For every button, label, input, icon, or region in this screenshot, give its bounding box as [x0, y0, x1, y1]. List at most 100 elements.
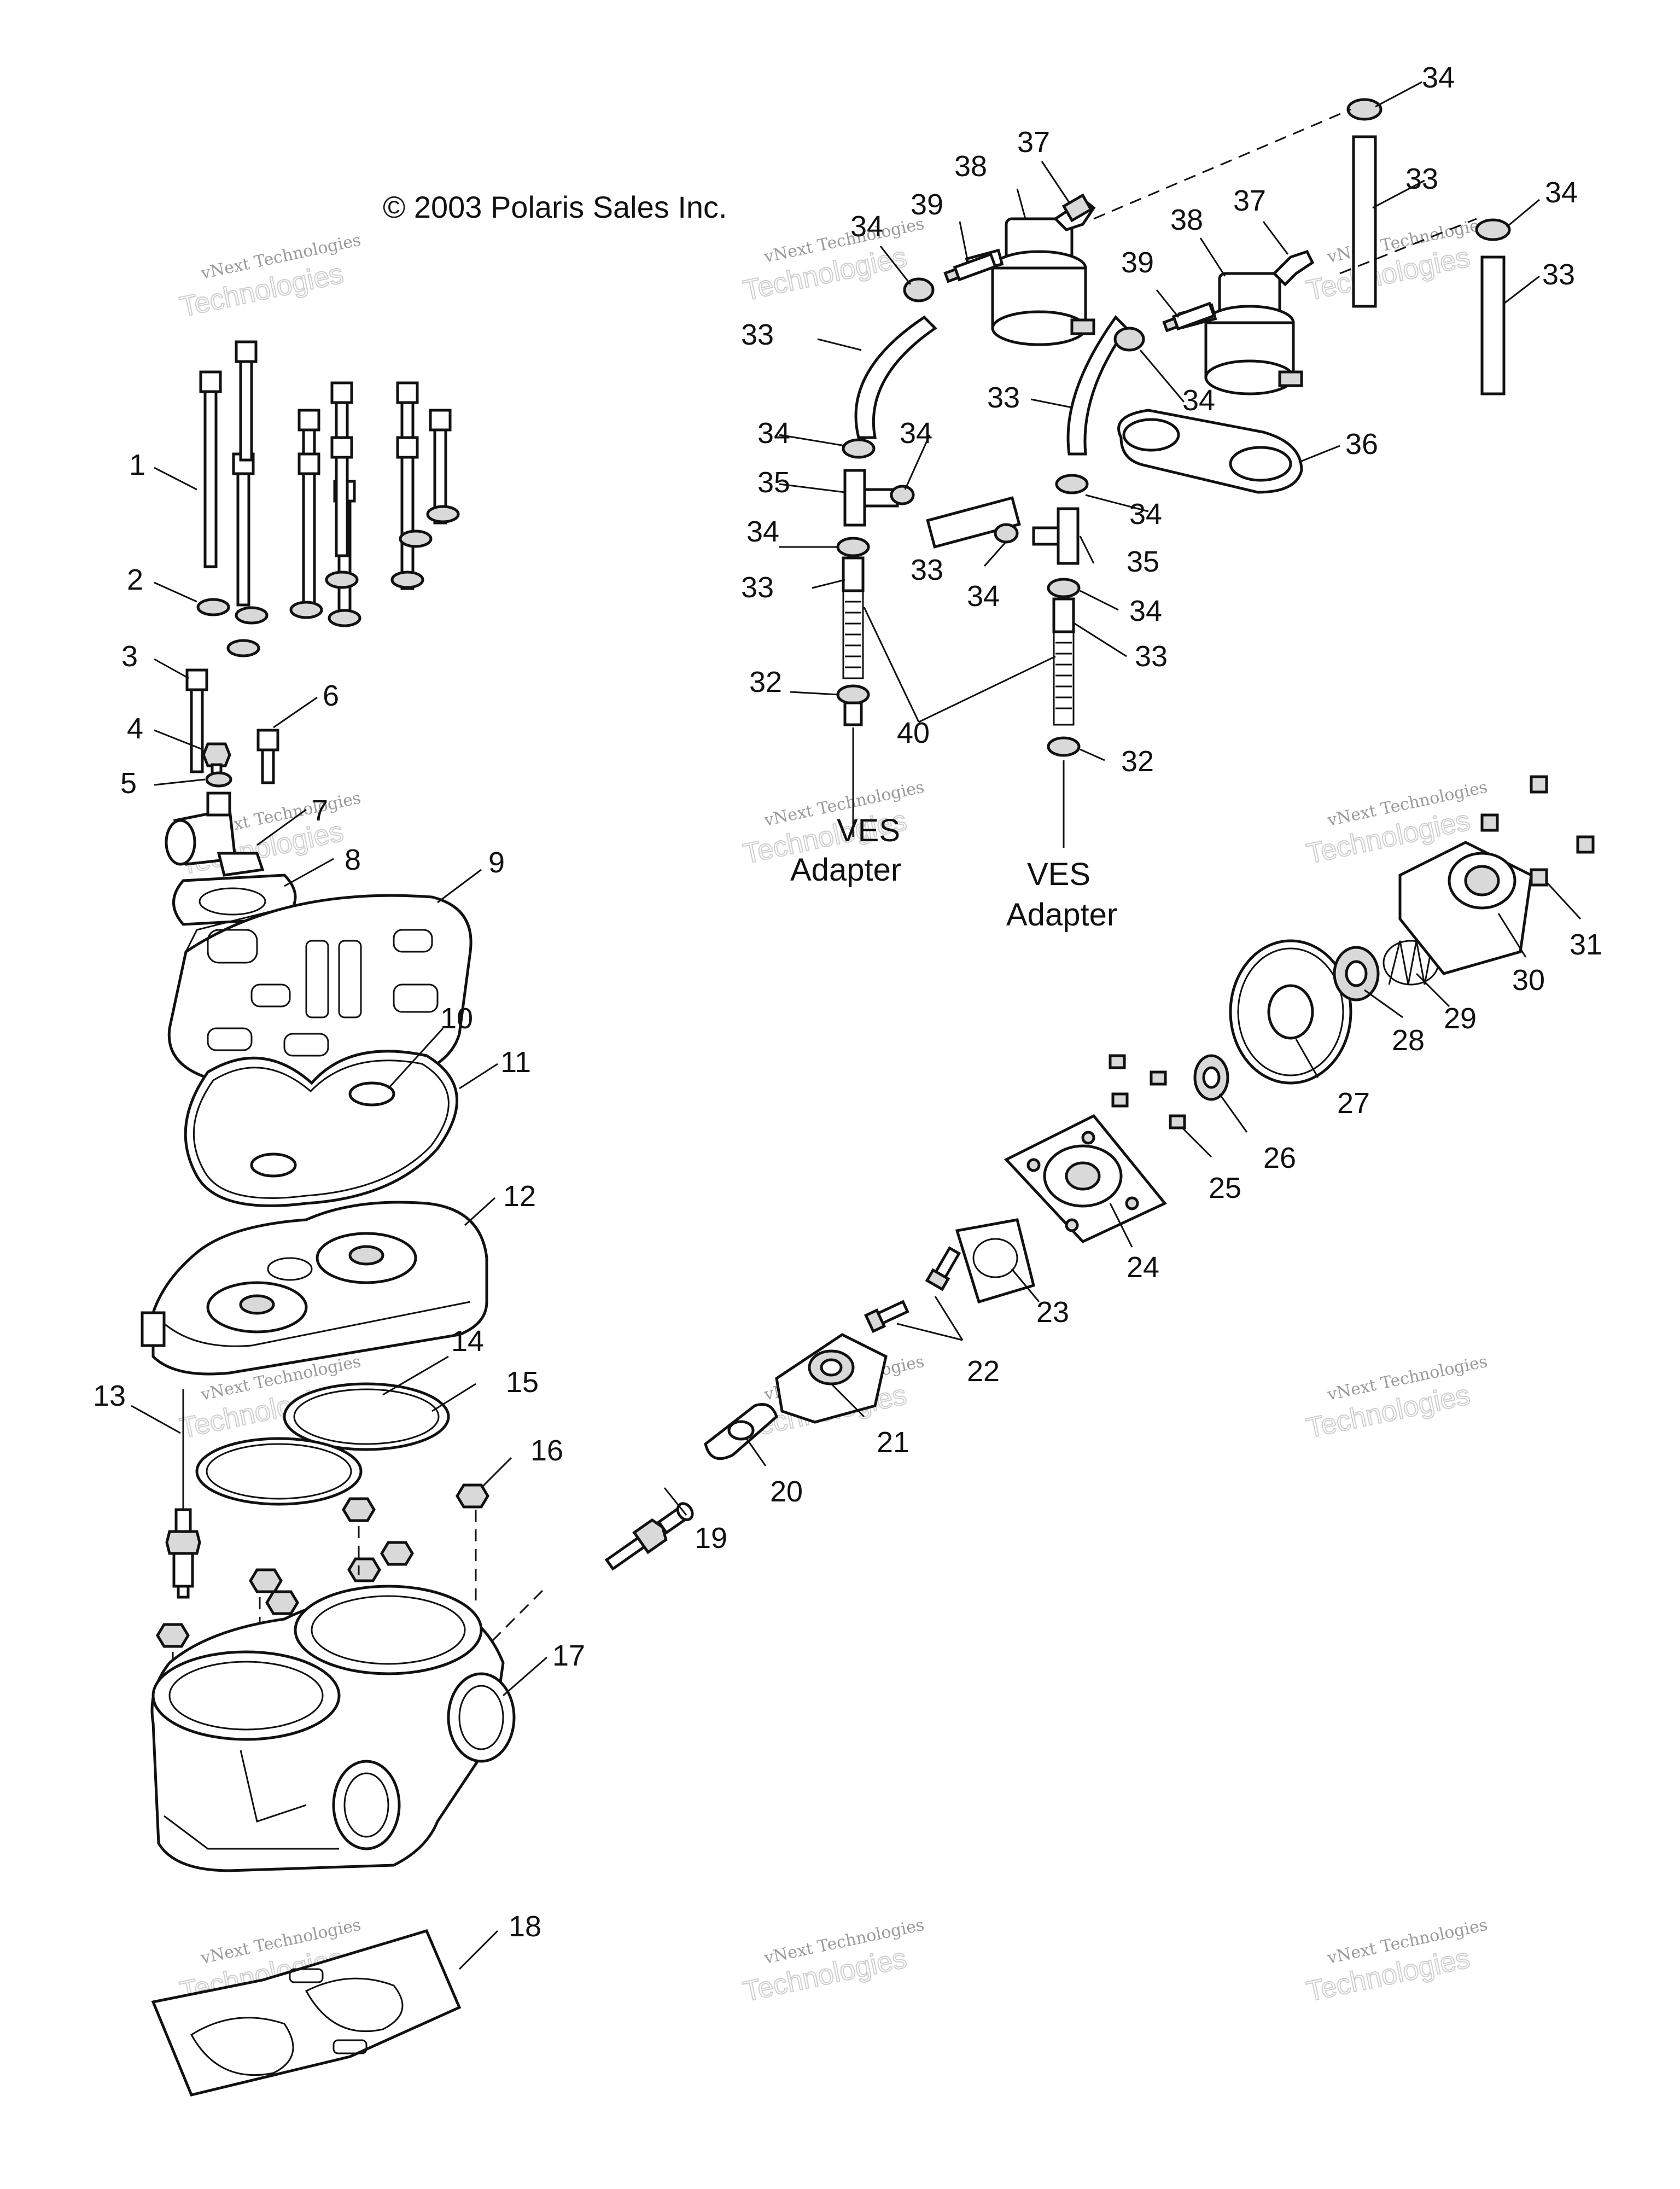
callout-15: 15 [506, 1366, 539, 1399]
callout-32b: 32 [1121, 745, 1154, 778]
callout-4: 4 [127, 712, 143, 745]
callout-5: 5 [120, 767, 137, 800]
callout-13: 13 [93, 1379, 126, 1412]
nipple-39-right [1162, 301, 1216, 333]
head-bolts [199, 340, 452, 612]
ves-hoses [836, 98, 1511, 848]
callout-26: 26 [1263, 1142, 1296, 1174]
tee-35-left [843, 469, 915, 527]
plate-24 [1004, 1114, 1167, 1244]
callout-34h: 34 [1182, 384, 1215, 417]
callout-22: 22 [967, 1355, 1000, 1388]
callout-14: 14 [451, 1325, 484, 1358]
ves-adapter-right-line1: VES [1027, 857, 1090, 892]
oil-pump-parts [604, 775, 1595, 1571]
base-gasket-18 [151, 1929, 462, 2097]
callout-31: 31 [1570, 928, 1602, 961]
housing-21 [775, 1333, 888, 1424]
callout-20: 20 [770, 1475, 803, 1508]
solenoid-38-right [1178, 272, 1303, 395]
callout-34d: 34 [746, 515, 779, 548]
callout-8: 8 [345, 843, 361, 876]
callout-23: 23 [1036, 1296, 1069, 1329]
head-cover-9 [167, 894, 472, 1090]
callout-33b: 33 [987, 381, 1020, 414]
callout-18: 18 [509, 1910, 541, 1943]
bolt-3 [185, 668, 208, 773]
copyright-text: © 2003 Polaris Sales Inc. [383, 190, 727, 224]
gasket-rings-14-15 [195, 1382, 450, 1506]
flange-20 [704, 1403, 778, 1460]
callout-19: 19 [695, 1522, 727, 1555]
callout-17: 17 [552, 1639, 585, 1672]
screws-22 [864, 1246, 961, 1334]
callout-2: 2 [127, 563, 143, 596]
callout-7: 7 [312, 794, 328, 827]
callout-34j: 34 [1545, 176, 1578, 209]
callout-1: 1 [129, 449, 145, 481]
callout-34c: 34 [900, 417, 932, 450]
screws-25 [1109, 1054, 1186, 1130]
callout-24: 24 [1127, 1251, 1159, 1284]
bracket-36 [1117, 409, 1303, 494]
washers [196, 505, 460, 657]
callout-27: 27 [1337, 1087, 1370, 1120]
gear-26 [1193, 1054, 1229, 1101]
callout-33g: 33 [1542, 258, 1575, 291]
solenoids [943, 193, 1315, 395]
callout-40: 40 [897, 717, 930, 749]
callout-11: 11 [500, 1046, 531, 1079]
callout-33e: 33 [1135, 640, 1168, 673]
callout-35: 35 [757, 466, 790, 499]
callout-34e: 34 [967, 580, 1000, 613]
callout-35b: 35 [1127, 545, 1159, 578]
elbow-37-right [1272, 249, 1315, 287]
callout-36: 36 [1345, 428, 1378, 461]
callout-38: 38 [954, 150, 987, 183]
callout-21: 21 [877, 1426, 909, 1459]
cylinder-block-17 [150, 1585, 548, 1872]
callout-37b: 37 [1233, 184, 1266, 217]
callout-10: 10 [440, 1002, 473, 1035]
nipple-39-left [943, 252, 998, 283]
callout-3: 3 [121, 640, 138, 673]
hose-33-mid [926, 496, 1021, 549]
ves-adapter-left-line2: Adapter [790, 852, 901, 888]
temp-sensor-13 [165, 1389, 201, 1599]
bolt-6 [256, 729, 279, 784]
callout-34: 34 [850, 210, 883, 243]
screws-31 [1480, 775, 1595, 887]
callout-12: 12 [503, 1180, 536, 1213]
callout-33d: 33 [741, 571, 774, 604]
solenoid-38-left [965, 217, 1095, 346]
callout-34f: 34 [1129, 498, 1162, 531]
ves-adapter-right-line2: Adapter [1006, 897, 1117, 933]
callout-34i: 34 [1422, 61, 1455, 94]
callout-16: 16 [530, 1434, 563, 1467]
callout-33f: 33 [1405, 162, 1438, 195]
callout-32: 32 [749, 666, 782, 698]
elbow-37-left [1053, 193, 1096, 231]
callout-33c: 33 [911, 554, 943, 586]
tee-35-right [1032, 507, 1080, 565]
washer-5 [205, 771, 232, 788]
callout-9: 9 [488, 846, 505, 879]
ves-adapter-left-line1: VES [837, 813, 900, 848]
callout-30: 30 [1512, 964, 1545, 997]
water-outlet-7 [165, 791, 265, 877]
callout-29: 29 [1444, 1002, 1477, 1035]
leader-lines [131, 81, 1582, 1970]
callout-38b: 38 [1170, 203, 1203, 236]
callout-34b: 34 [757, 417, 790, 450]
cover-30 [1398, 841, 1533, 975]
callout-33: 33 [741, 318, 774, 351]
callout-25: 25 [1209, 1172, 1241, 1204]
callout-28: 28 [1392, 1024, 1425, 1057]
callout-6: 6 [323, 679, 339, 712]
callout-37: 37 [1017, 126, 1050, 159]
callout-numbers: 1 2 3 4 5 6 7 8 9 10 11 12 13 14 15 16 1… [93, 61, 1602, 1943]
callout-34g: 34 [1129, 595, 1162, 627]
nuts-16 [156, 1483, 489, 1750]
diaphragm-27 [1229, 939, 1352, 1085]
